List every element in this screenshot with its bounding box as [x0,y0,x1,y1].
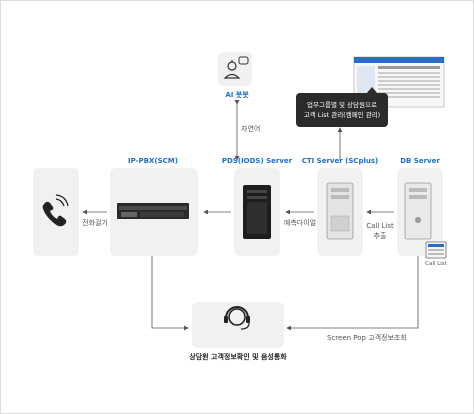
cti-card [317,168,363,256]
edge-ipx-agent [151,256,189,331]
db-label: DB Server [400,157,440,165]
campaign-callout: 업무그룹별 및 상담원으로 고객 List 관리(캠페인 관리) [296,87,388,127]
cti-label: CTI Server (SCplus) [301,157,379,165]
agent-card [192,302,284,348]
pds-label: PDS(IODS) Server [221,157,293,165]
call-connect-label: 전화걸기 [82,219,108,227]
voice-recognition-label: 자연어 [241,125,261,133]
phone-card [33,168,79,256]
ipx-label: IP-PBX(SCM) [128,157,178,165]
agent-label: 상담원 고객정보확인 및 음성통화 [189,353,287,361]
ipx-card [110,168,198,256]
robot-icon [218,52,252,86]
pds-card [234,168,280,256]
ai-bot-label: AI 봇봇 [225,91,249,99]
call-list-thumb-label: Call List [425,261,447,267]
predictive-dial-label: 예측다이얼 [283,219,317,227]
edge-db-agent [286,256,419,331]
call-list-extract-label-2: 추출 [373,232,387,240]
screen-pop-label: Screen Pop 고객정보조회 [327,334,407,342]
call-list-extract-label-1: Call List [366,222,394,230]
callout-line-2: 고객 List 관리(캠페인 관리) [303,111,381,119]
callout-line-1: 업무그룹별 및 상담원으로 [307,101,377,109]
db-card [397,168,443,256]
